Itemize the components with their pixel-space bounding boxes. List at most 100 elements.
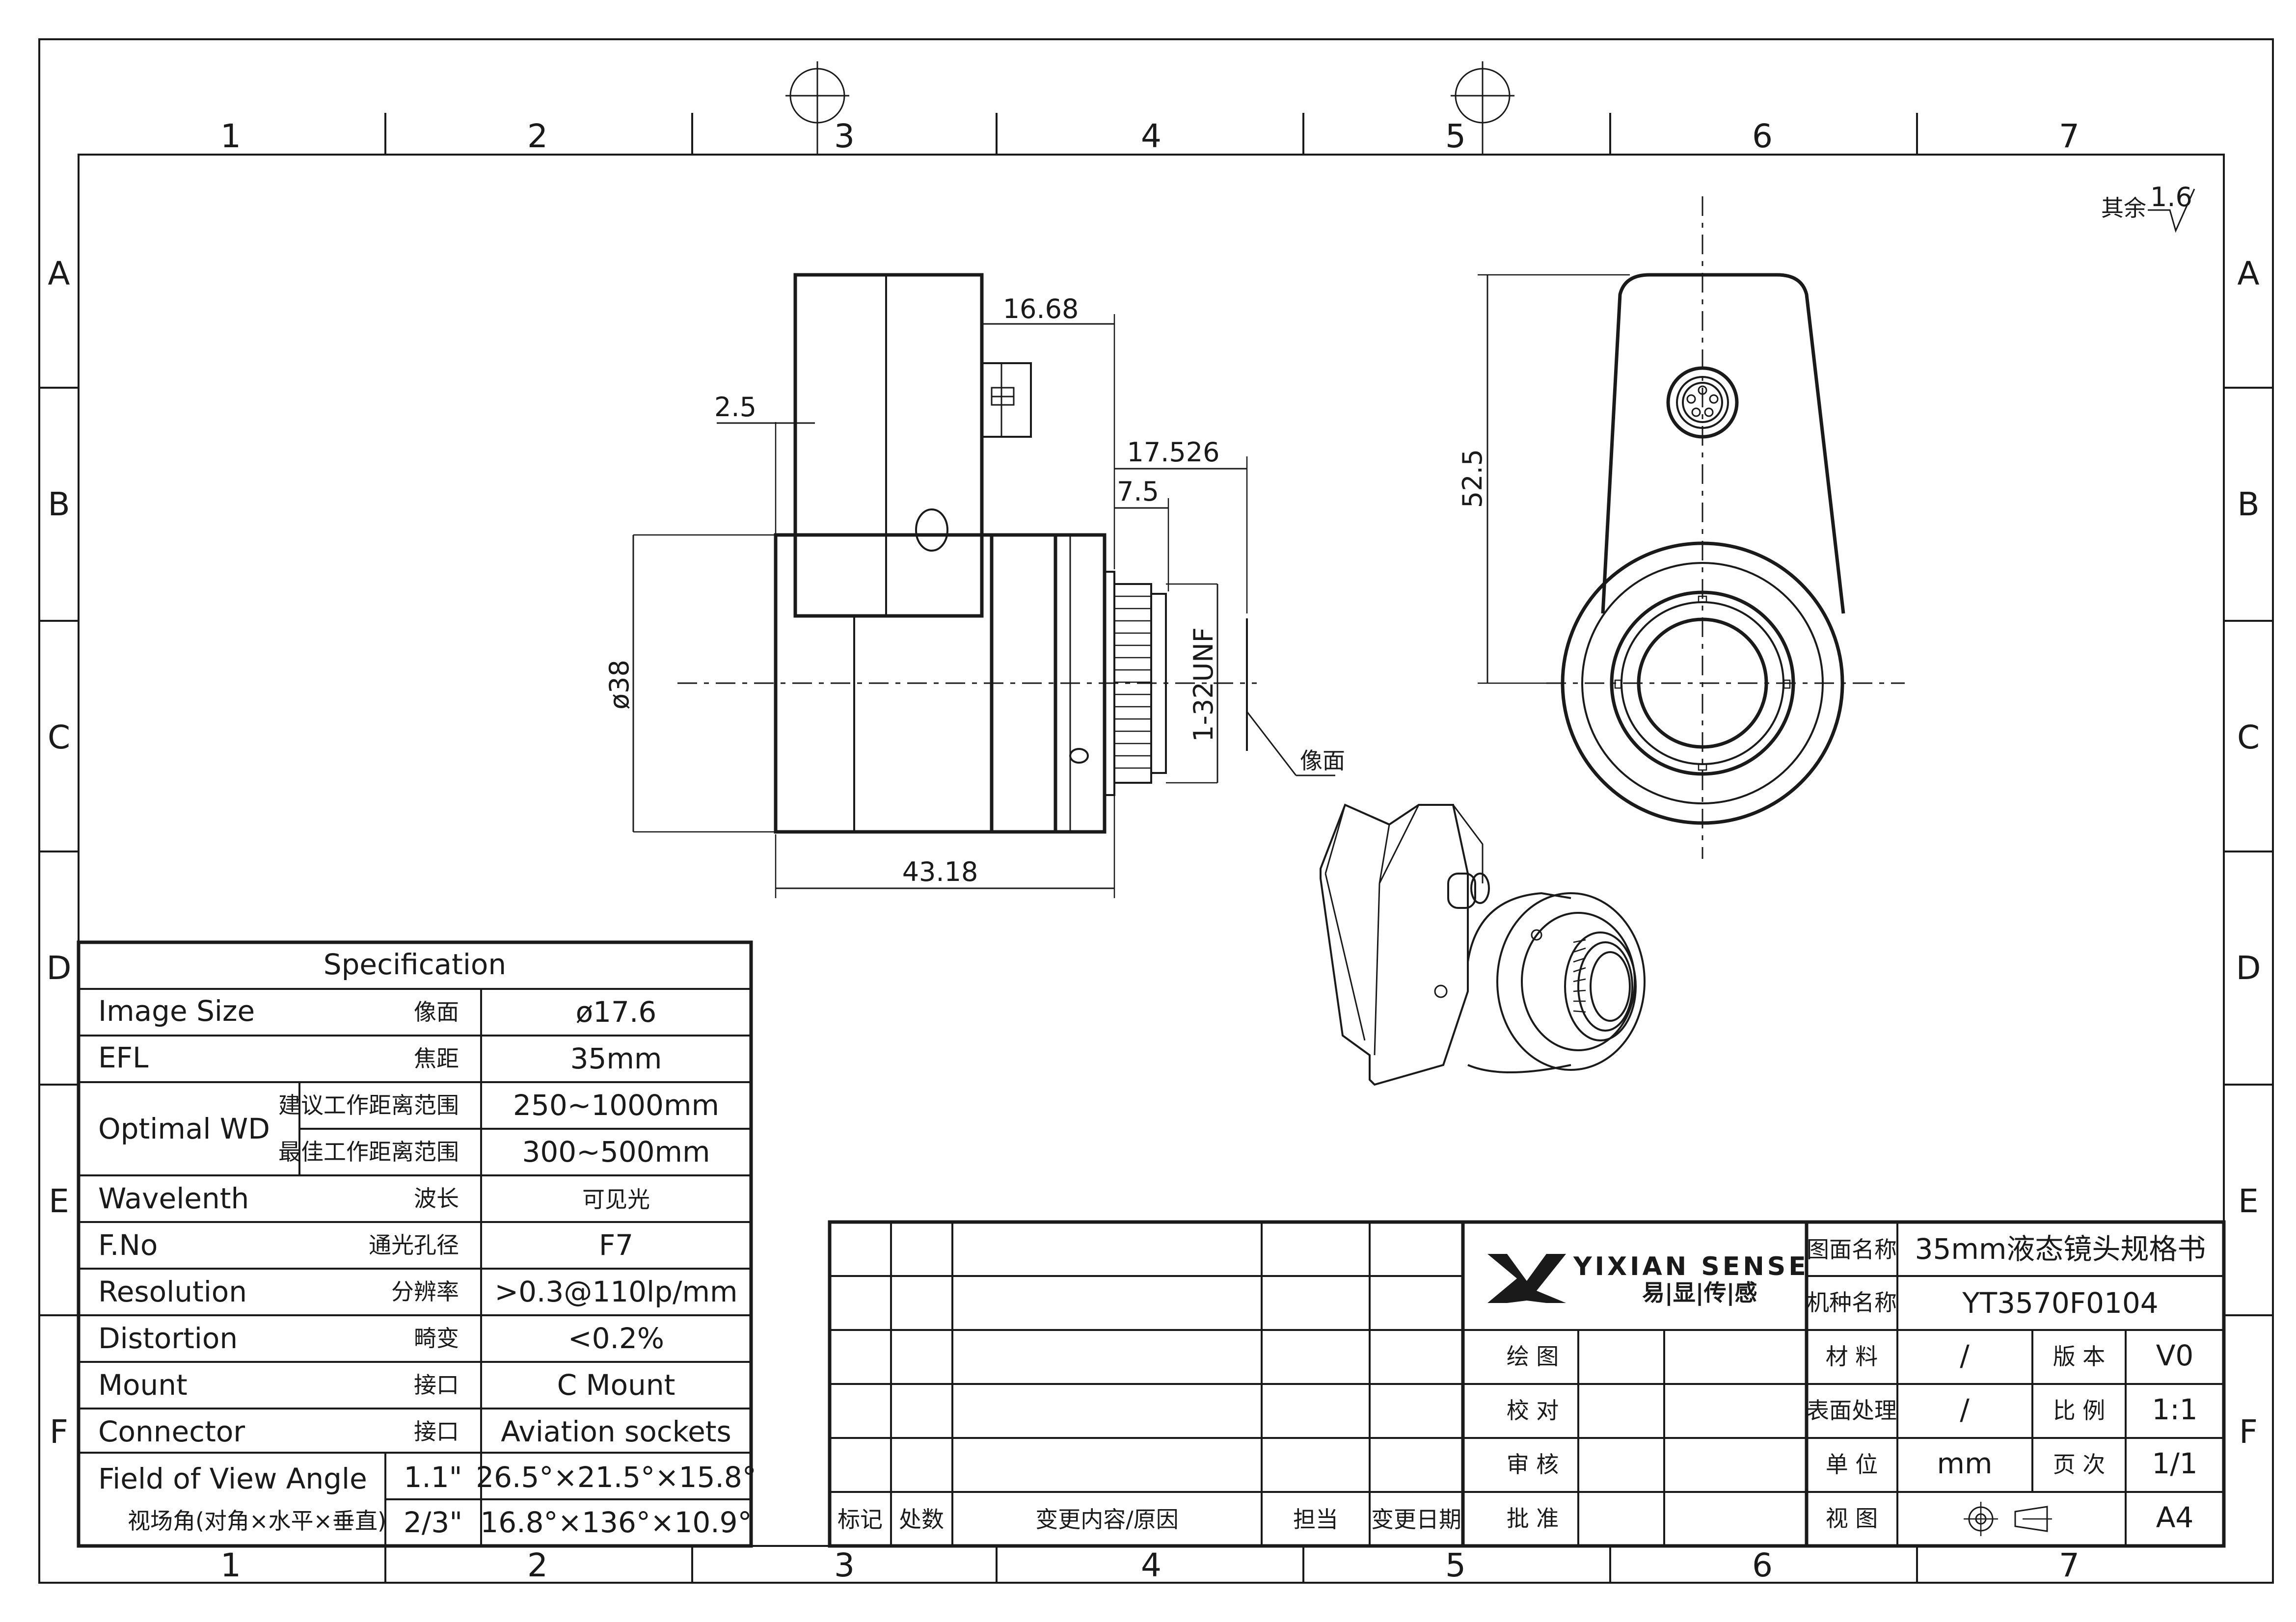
spec-label: Field of View Angle xyxy=(98,1462,367,1495)
dim-52-5-text: 52.5 xyxy=(1457,449,1488,508)
front-view: 52.5 xyxy=(1457,196,1905,859)
material-label: 材 料 xyxy=(1826,1343,1878,1370)
spec-row-efl: EFL 焦距 35mm xyxy=(98,1041,662,1075)
spec-row-optimal-wd: Optimal WD 建议工作距离范围 250~1000mm 最佳工作距离范围 … xyxy=(98,1089,719,1169)
isometric-view xyxy=(1320,803,1646,1086)
spec-cn-label: 分辨率 xyxy=(391,1278,459,1305)
dim-43-18-text: 43.18 xyxy=(902,856,978,887)
centering-mark-left xyxy=(785,61,849,155)
zone-col-4-top: 4 xyxy=(1141,117,1162,155)
dim-17-526-text: 17.526 xyxy=(1127,437,1220,468)
spec-row-image-size: Image Size 像面 ø17.6 xyxy=(98,994,656,1029)
zone-row-a-right: A xyxy=(2237,255,2259,292)
spec-value: 26.5°×21.5°×15.8° xyxy=(476,1461,756,1494)
roughness-symbol xyxy=(2148,188,2195,233)
spec-cn-label: 建议工作距离范围 xyxy=(278,1092,459,1118)
zone-row-b-right: B xyxy=(2237,485,2259,523)
version-label: 版 本 xyxy=(2053,1343,2106,1370)
spec-value: 35mm xyxy=(570,1042,662,1075)
spec-value: 300~500mm xyxy=(522,1135,710,1169)
zone-col-3-top: 3 xyxy=(834,117,855,155)
scale-label: 比 例 xyxy=(2053,1397,2106,1424)
spec-row-field-of-view: Field of View Angle 1.1" 26.5°×21.5°×15.… xyxy=(98,1461,756,1539)
dimension-43-18: 43.18 xyxy=(775,785,1115,898)
spec-value: F7 xyxy=(599,1228,633,1262)
dim-16-68-text: 16.68 xyxy=(1003,293,1079,324)
zone-labels-bottom: 1 2 3 4 5 6 7 xyxy=(220,1546,2080,1584)
zone-col-2-bottom: 2 xyxy=(527,1546,548,1584)
zone-row-f-left: F xyxy=(50,1413,68,1451)
dimension-thread: 1-32UNF xyxy=(1166,583,1219,784)
spec-cn-label: 接口 xyxy=(414,1418,459,1445)
dimension-2-5: 2.5 xyxy=(714,392,815,535)
spec-label: F.No xyxy=(98,1228,158,1262)
spec-value: ø17.6 xyxy=(576,995,657,1029)
spec-row-resolution: Resolution 分辨率 >0.3@110lp/mm xyxy=(98,1275,738,1308)
zone-col-7-top: 7 xyxy=(2059,117,2080,155)
spec-sensor-format: 2/3" xyxy=(404,1506,462,1539)
spec-label: Image Size xyxy=(98,994,255,1028)
zone-col-1-top: 1 xyxy=(220,117,241,155)
spec-row-connector: Connector 接口 Aviation sockets xyxy=(98,1415,731,1448)
spec-value: >0.3@110lp/mm xyxy=(494,1275,737,1308)
zone-labels-left: A B C D E F xyxy=(47,255,72,1451)
zone-row-e-right: E xyxy=(2238,1182,2259,1220)
spec-value: 250~1000mm xyxy=(513,1089,719,1122)
dim-thread-text: 1-32UNF xyxy=(1188,627,1219,742)
drawing-name: 35mm液态镜头规格书 xyxy=(1915,1232,2206,1266)
zone-col-7-bottom: 7 xyxy=(2059,1546,2080,1584)
surface-roughness-note: 其余 1.6 xyxy=(2101,182,2195,233)
logo-x-mark-icon xyxy=(1487,1254,1566,1303)
spec-cn-label: 通光孔径 xyxy=(369,1232,459,1258)
role-draw: 绘 图 xyxy=(1507,1343,1559,1370)
centering-mark-right xyxy=(1451,61,1514,155)
dimension-17-526: 17.526 xyxy=(1114,437,1248,613)
zone-row-c-left: C xyxy=(48,718,70,756)
spec-cn-label: 最佳工作距离范围 xyxy=(278,1139,459,1165)
zone-row-b-left: B xyxy=(48,485,70,523)
zone-col-6-top: 6 xyxy=(1752,117,1773,155)
sheet-size: A4 xyxy=(2156,1501,2194,1534)
dimension-7-5: 7.5 xyxy=(1114,476,1169,591)
roughness-prefix: 其余 xyxy=(2101,195,2146,221)
side-view-screw-hole xyxy=(915,508,948,552)
spec-label: Mount xyxy=(98,1368,188,1402)
spec-label: Connector xyxy=(98,1415,245,1448)
zone-row-e-left: E xyxy=(49,1182,69,1220)
model-label: 机种名称 xyxy=(1807,1289,1897,1316)
spec-title: Specification xyxy=(324,948,506,981)
first-angle-projection-icon xyxy=(1964,1502,2052,1536)
spec-label: Optimal WD xyxy=(98,1112,270,1145)
dimension-16-68: 16.68 xyxy=(982,293,1115,569)
spec-cn-label: 像面 xyxy=(414,999,459,1025)
scale-value: 1:1 xyxy=(2152,1393,2197,1426)
spec-label: EFL xyxy=(98,1041,148,1074)
zone-row-d-right: D xyxy=(2236,949,2261,987)
dim-2-5-text: 2.5 xyxy=(714,392,756,423)
spec-value: Aviation sockets xyxy=(501,1415,731,1448)
spec-value: 可见光 xyxy=(582,1186,650,1213)
zone-labels-top: 1 2 3 4 5 6 7 xyxy=(220,117,2080,155)
dimension-diameter-38: ø38 xyxy=(604,534,776,833)
drawing-frame xyxy=(38,38,2274,1584)
surface-value: / xyxy=(1960,1393,1970,1426)
spec-label: Distortion xyxy=(98,1322,238,1355)
specification-table: Specification Image Size 像面 ø17.6 EFL 焦距… xyxy=(77,940,756,1548)
material-value: / xyxy=(1960,1339,1970,1372)
spec-cn-label: 波长 xyxy=(414,1185,459,1212)
side-view-connector-block xyxy=(793,273,984,618)
title-block: 标记 处数 变更内容/原因 担当 变更日期 YIXIAN SENSE 易|显|传… xyxy=(828,1220,2226,1548)
surface-label: 表面处理 xyxy=(1807,1397,1897,1424)
spec-cn-label: 焦距 xyxy=(414,1045,459,1072)
spec-label: Wavelenth xyxy=(98,1182,249,1215)
spec-row-fno: F.No 通光孔径 F7 xyxy=(98,1228,633,1262)
rev-header-date: 变更日期 xyxy=(1371,1506,1461,1533)
spec-sensor-format: 1.1" xyxy=(404,1461,462,1494)
side-view-connector-plug xyxy=(981,362,1032,438)
role-check: 校 对 xyxy=(1507,1397,1559,1424)
unit-value: mm xyxy=(1937,1447,1993,1480)
page-label: 页 次 xyxy=(2053,1451,2106,1478)
zone-row-f-right: F xyxy=(2239,1413,2258,1451)
spec-label: 视场角(对角×水平×垂直) xyxy=(128,1508,386,1534)
front-view-bracket xyxy=(1601,273,1845,614)
